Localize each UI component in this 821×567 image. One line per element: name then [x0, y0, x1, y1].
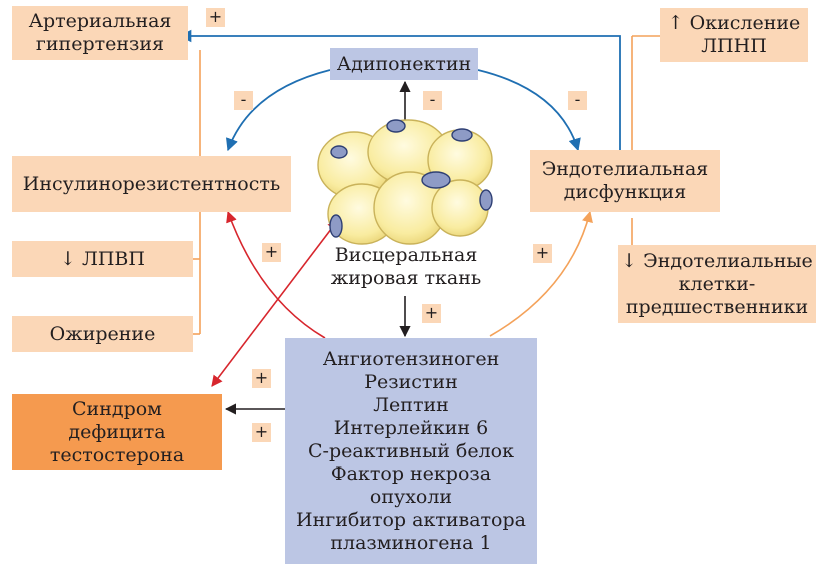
node-adiponectin: Адипонектин — [330, 48, 478, 80]
node-hdl: ↓ ЛПВП — [12, 241, 193, 277]
sign-plus-hypertension: + — [206, 8, 225, 27]
node-obesity: Ожирение — [12, 316, 193, 352]
node-visceral-fat: Висцеральная жировая ткань — [318, 244, 494, 290]
node-hypertension: Артериальная гипертензия — [12, 6, 188, 60]
node-testosterone-deficiency: Синдром дефицита тестостерона — [12, 394, 222, 470]
sign-minus-center: - — [423, 91, 442, 110]
sign-plus-black-arrow: + — [252, 423, 271, 442]
arrow-adiponectin-to-insulin — [228, 70, 330, 150]
node-mediators: Ангиотензиноген Резистин Лептин Интерлей… — [285, 338, 537, 564]
sign-plus-endothelial: + — [533, 244, 552, 263]
right-bracket — [632, 36, 660, 245]
arrow-adiponectin-to-endothelial — [478, 70, 578, 150]
sign-minus-left: - — [234, 91, 253, 110]
node-insulin-resistance: Инсулинорезистентность — [12, 156, 291, 212]
sign-plus-insulin: + — [262, 243, 281, 262]
node-progenitor-cells: ↓ Эндотелиальные клетки- предшественники — [618, 245, 816, 323]
sign-plus-mediators: + — [422, 304, 441, 323]
arrow-mediators-to-endothelial — [490, 212, 590, 336]
arrow-mediators-to-insulin — [228, 212, 325, 338]
sign-minus-right: - — [568, 91, 587, 110]
node-ldl-oxidation: ↑ Окисление ЛПНП — [660, 8, 808, 62]
adipose-cells-illustration — [318, 120, 492, 244]
sign-plus-red-arrow: + — [252, 369, 271, 388]
node-endothelial-dysfunction: Эндотелиальная дисфункция — [530, 150, 720, 212]
